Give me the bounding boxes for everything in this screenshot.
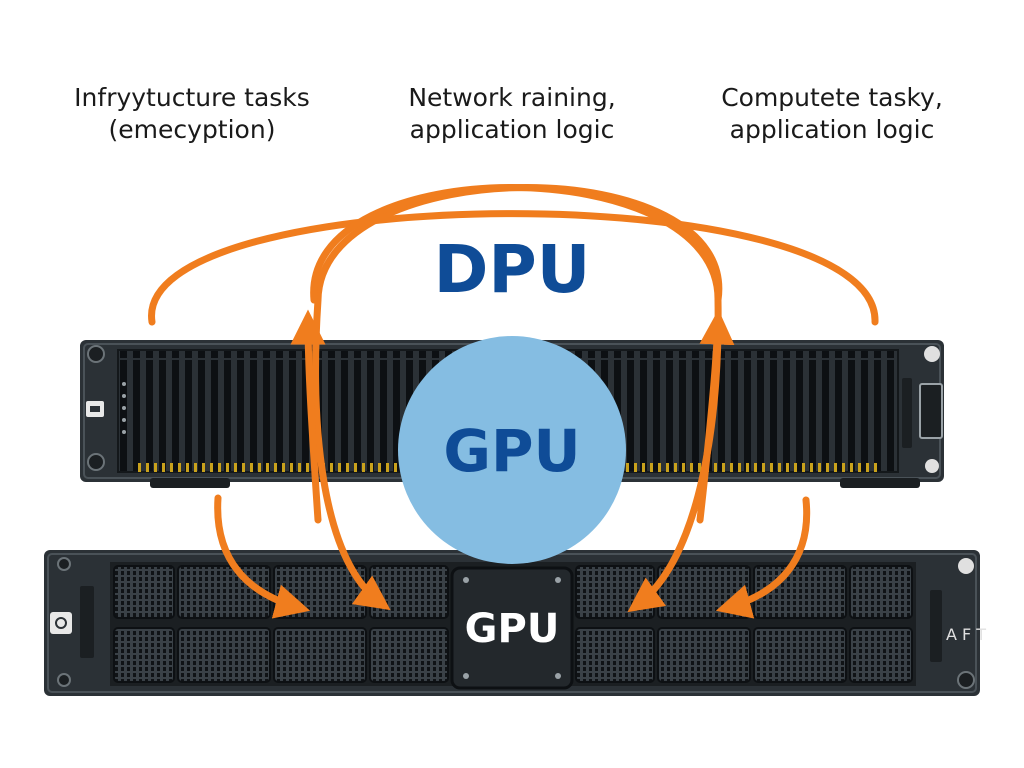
arrow-network-loop-down bbox=[312, 184, 723, 611]
power-button-icon bbox=[924, 346, 940, 362]
arrow-left-lower bbox=[214, 494, 311, 619]
arc-infrastructure-loop bbox=[148, 210, 879, 326]
screw-icon bbox=[57, 557, 71, 571]
caption-right-line1: Computete tasky, bbox=[721, 83, 943, 112]
side-marking: A F T bbox=[946, 625, 986, 644]
dpu-label: DPU bbox=[434, 231, 591, 308]
caption-infrastructure-tasks: Infryytucture tasks (emecyption) bbox=[42, 82, 342, 146]
caption-middle-line1: Network raining, bbox=[408, 83, 616, 112]
usb-port-icon bbox=[86, 401, 104, 417]
power-button-icon bbox=[958, 558, 974, 574]
power-button-icon bbox=[50, 612, 72, 634]
arrow-compute-up-right bbox=[696, 309, 735, 524]
screw-icon bbox=[87, 345, 105, 363]
gpu-panel-label: GPU bbox=[465, 606, 560, 652]
caption-left-line2: (emecyption) bbox=[108, 115, 276, 144]
gpu-circle: GPU bbox=[398, 336, 626, 564]
caption-left-line1: Infryytucture tasks bbox=[74, 83, 310, 112]
arrow-compute-loop-down bbox=[310, 184, 722, 613]
arrow-right-lower bbox=[715, 496, 811, 619]
gpu-center-panel bbox=[450, 566, 574, 690]
gpu-server-chassis: GPU A F T bbox=[44, 550, 986, 696]
caption-network-training: Network raining, application logic bbox=[362, 82, 662, 146]
screw-icon bbox=[925, 459, 939, 473]
screw-icon bbox=[957, 671, 975, 689]
arrow-network-up-left bbox=[290, 309, 326, 524]
gpu-circle-label: GPU bbox=[443, 417, 580, 485]
caption-right-line2: application logic bbox=[729, 115, 935, 144]
caption-compute-tasks: Computete tasky, application logic bbox=[682, 82, 982, 146]
screw-icon bbox=[87, 453, 105, 471]
drive-slot bbox=[919, 383, 943, 439]
screw-icon bbox=[57, 673, 71, 687]
caption-middle-line2: application logic bbox=[409, 115, 615, 144]
